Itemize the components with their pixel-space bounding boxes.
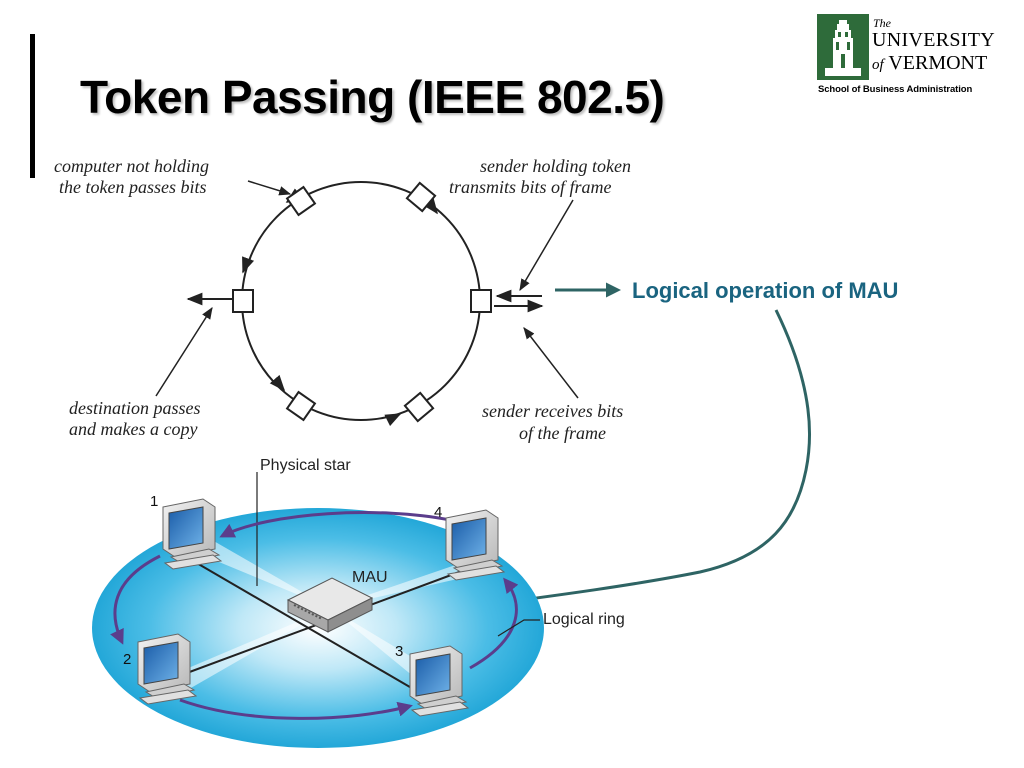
pointer-not-holding <box>247 180 292 196</box>
ring-circle <box>241 181 481 421</box>
ring-arrow-1-to-2 <box>110 554 161 645</box>
label-computer-3: 3 <box>395 643 403 660</box>
pointer-sender-receives <box>523 327 579 399</box>
logo-the-text: The <box>873 16 891 30</box>
ring-arrow-bottom-right <box>384 413 402 427</box>
ring-arrow-2-to-3 <box>179 698 413 720</box>
physical-star-diagram: Physical star Logical ring MAU 1 <box>92 457 625 748</box>
logo-university-text: UNIVERSITY <box>872 29 995 51</box>
label-sender-receives-line2: of the frame <box>519 423 606 443</box>
ring-arrow-4-to-1 <box>219 511 451 538</box>
ring-station-top-right <box>405 181 437 213</box>
callout-curve-arrow <box>429 309 812 618</box>
ring-arrow-3-to-4 <box>469 577 519 670</box>
ring-arrow-left <box>242 256 255 274</box>
computer-2-icon <box>137 633 198 705</box>
slide-title: Token Passing (IEEE 802.5) <box>80 71 665 123</box>
logo-vermont-text: VERMONT <box>888 52 988 74</box>
label-computer-4: 4 <box>434 504 442 521</box>
ring-station-top-left <box>285 185 317 217</box>
computer-1-icon <box>162 498 223 570</box>
logo-vermont-line: of VERMONT <box>872 52 987 75</box>
label-mau: MAU <box>352 569 388 586</box>
label-sender-holding-line1: sender holding token <box>480 156 631 176</box>
logical-ring-pointer <box>497 619 540 637</box>
ring-station-right <box>470 289 492 313</box>
computer-3-icon <box>409 645 470 717</box>
logo-of-text: of <box>872 57 884 73</box>
mau-callout: Logical operation of MAU <box>429 278 898 618</box>
token-ring-diagram: computer not holding the token passes bi… <box>54 156 631 443</box>
slide-accent-bar <box>30 34 35 178</box>
pointer-destination <box>155 306 213 397</box>
label-not-holding-line2: the token passes bits <box>59 177 206 197</box>
label-sender-holding-line2: transmits bits of frame <box>449 177 612 197</box>
label-not-holding-line1: computer not holding <box>54 156 209 176</box>
label-destination-line2: and makes a copy <box>69 419 197 439</box>
ring-arrow-top-right <box>423 197 438 215</box>
uvm-tower-logo-icon <box>817 14 869 80</box>
ring-station-bottom-right <box>403 391 435 423</box>
ring-station-bottom-left <box>285 390 317 422</box>
ring-arrow-bottom-left <box>269 374 286 392</box>
cable-1-to-3 <box>194 561 416 691</box>
ring-station-left <box>232 289 254 313</box>
pointer-sender-holding <box>519 199 574 292</box>
beam-2 <box>160 608 330 700</box>
computer-4-icon <box>445 509 506 581</box>
label-sender-receives-line1: sender receives bits <box>482 401 623 421</box>
label-physical-star: Physical star <box>260 457 351 474</box>
mau-device-icon <box>286 577 374 633</box>
beam-1 <box>190 540 330 608</box>
label-logical-ring: Logical ring <box>543 611 625 628</box>
label-destination-line1: destination passes <box>69 398 201 418</box>
university-logo: The UNIVERSITY of VERMONT School of Busi… <box>817 14 999 98</box>
callout-text: Logical operation of MAU <box>632 278 898 303</box>
label-computer-2: 2 <box>123 651 131 668</box>
label-computer-1: 1 <box>150 493 158 510</box>
logo-school-text: School of Business Administration <box>818 84 973 95</box>
